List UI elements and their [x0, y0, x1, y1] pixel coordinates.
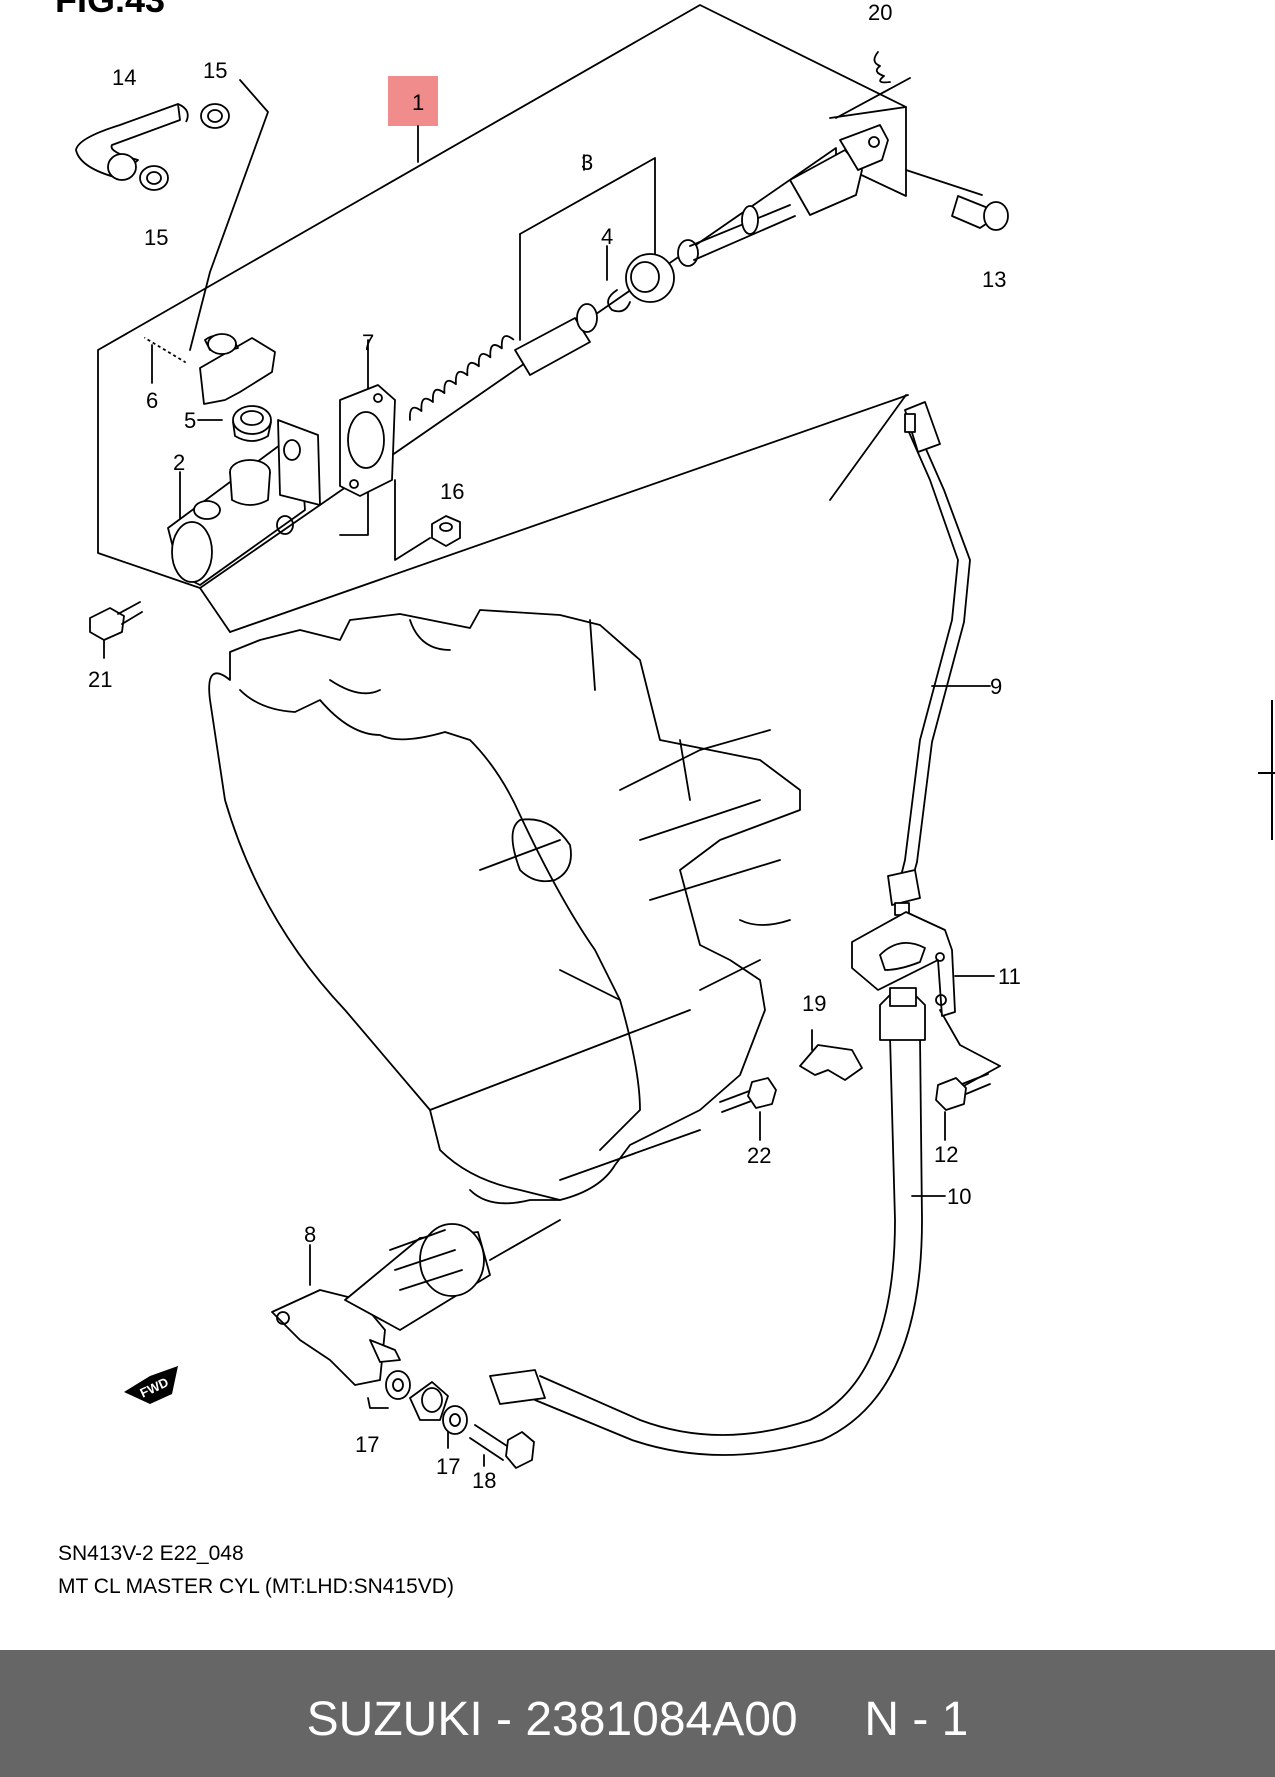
- brand-name: SUZUKI: [306, 1693, 483, 1746]
- label-7: 7: [362, 330, 374, 355]
- part-2-master-cylinder: [167, 419, 321, 586]
- label-3: 3: [581, 150, 593, 175]
- label-13: 13: [982, 267, 1006, 292]
- label-21: 21: [88, 667, 112, 692]
- label-18: 18: [472, 1468, 496, 1493]
- part-number-line: SUZUKI - 2381084A00 N - 1: [0, 1692, 1275, 1747]
- part-5-seal: [232, 405, 272, 442]
- boot-ring: [625, 253, 675, 303]
- label-16: 16: [440, 479, 464, 504]
- label-9: 9: [990, 674, 1002, 699]
- parts-diagram: FIG.43: [55, 0, 1021, 1493]
- part-suffix: N - 1: [864, 1693, 969, 1746]
- label-1: 1: [412, 90, 424, 115]
- part-16-nut: [431, 515, 461, 547]
- label-15-bottom: 15: [144, 225, 168, 250]
- part-11-bracket: [851, 911, 956, 1017]
- part-10-hose: [489, 987, 926, 1456]
- part-1-highlight: [388, 76, 438, 126]
- part-19-clip: [799, 1044, 863, 1081]
- part-6-pin: [144, 337, 186, 363]
- part-9-pipe: [887, 401, 971, 916]
- push-rod: [677, 124, 889, 267]
- fwd-arrow-icon: FWD: [124, 1366, 178, 1404]
- part-13-clevis-pin: [951, 195, 1009, 231]
- reservoir-connector: [199, 333, 276, 405]
- part-21-bolt: [89, 601, 143, 641]
- edge-scroll-mark: [1271, 700, 1273, 840]
- part-22-bolt: [719, 1077, 777, 1113]
- bar-separator: -: [496, 1693, 512, 1746]
- part-number: 2381084A00: [525, 1693, 798, 1746]
- edge-scroll-mark-h: [1258, 772, 1275, 774]
- part-15-clamps: [139, 103, 230, 191]
- part-12-bolt: [935, 1073, 991, 1111]
- part-number-bar: SUZUKI - 2381084A00 N - 1: [0, 1650, 1275, 1777]
- label-20: 20: [868, 0, 892, 25]
- part-4-circlip: [607, 289, 631, 313]
- part-labels: 1 2 3 4 5 6 7 8 9 10 11 12 13 14 15 15 1…: [88, 0, 1021, 1493]
- figure-label: FIG.43: [55, 0, 165, 20]
- part-20-clip: [873, 51, 891, 84]
- label-12: 12: [934, 1142, 958, 1167]
- label-17-right: 17: [436, 1454, 460, 1479]
- part-3-piston-spring: [409, 303, 598, 421]
- diagram-code: SN413V-2 E22_048: [58, 1542, 244, 1565]
- part-18-bolt: [469, 1424, 535, 1469]
- leader-lines: [103, 77, 1001, 1467]
- diagram-description: MT CL MASTER CYL (MT:LHD:SN415VD): [58, 1575, 454, 1598]
- label-15-top: 15: [203, 58, 227, 83]
- label-10: 10: [947, 1184, 971, 1209]
- label-17-left: 17: [355, 1432, 379, 1457]
- label-11: 11: [998, 964, 1021, 989]
- transmission-housing: [208, 609, 801, 1205]
- label-22: 22: [747, 1143, 771, 1168]
- label-2: 2: [173, 450, 185, 475]
- label-8: 8: [304, 1222, 316, 1247]
- label-14: 14: [112, 65, 136, 90]
- part-17-washers: [385, 1370, 468, 1435]
- label-5: 5: [184, 408, 196, 433]
- union-fitting: [409, 1381, 449, 1421]
- part-8-slave-cylinder: [271, 1219, 561, 1386]
- label-6: 6: [146, 388, 158, 413]
- part-7-gasket: [339, 384, 396, 497]
- label-19: 19: [802, 991, 826, 1016]
- part-14-hose: [75, 103, 189, 181]
- label-4: 4: [601, 224, 613, 249]
